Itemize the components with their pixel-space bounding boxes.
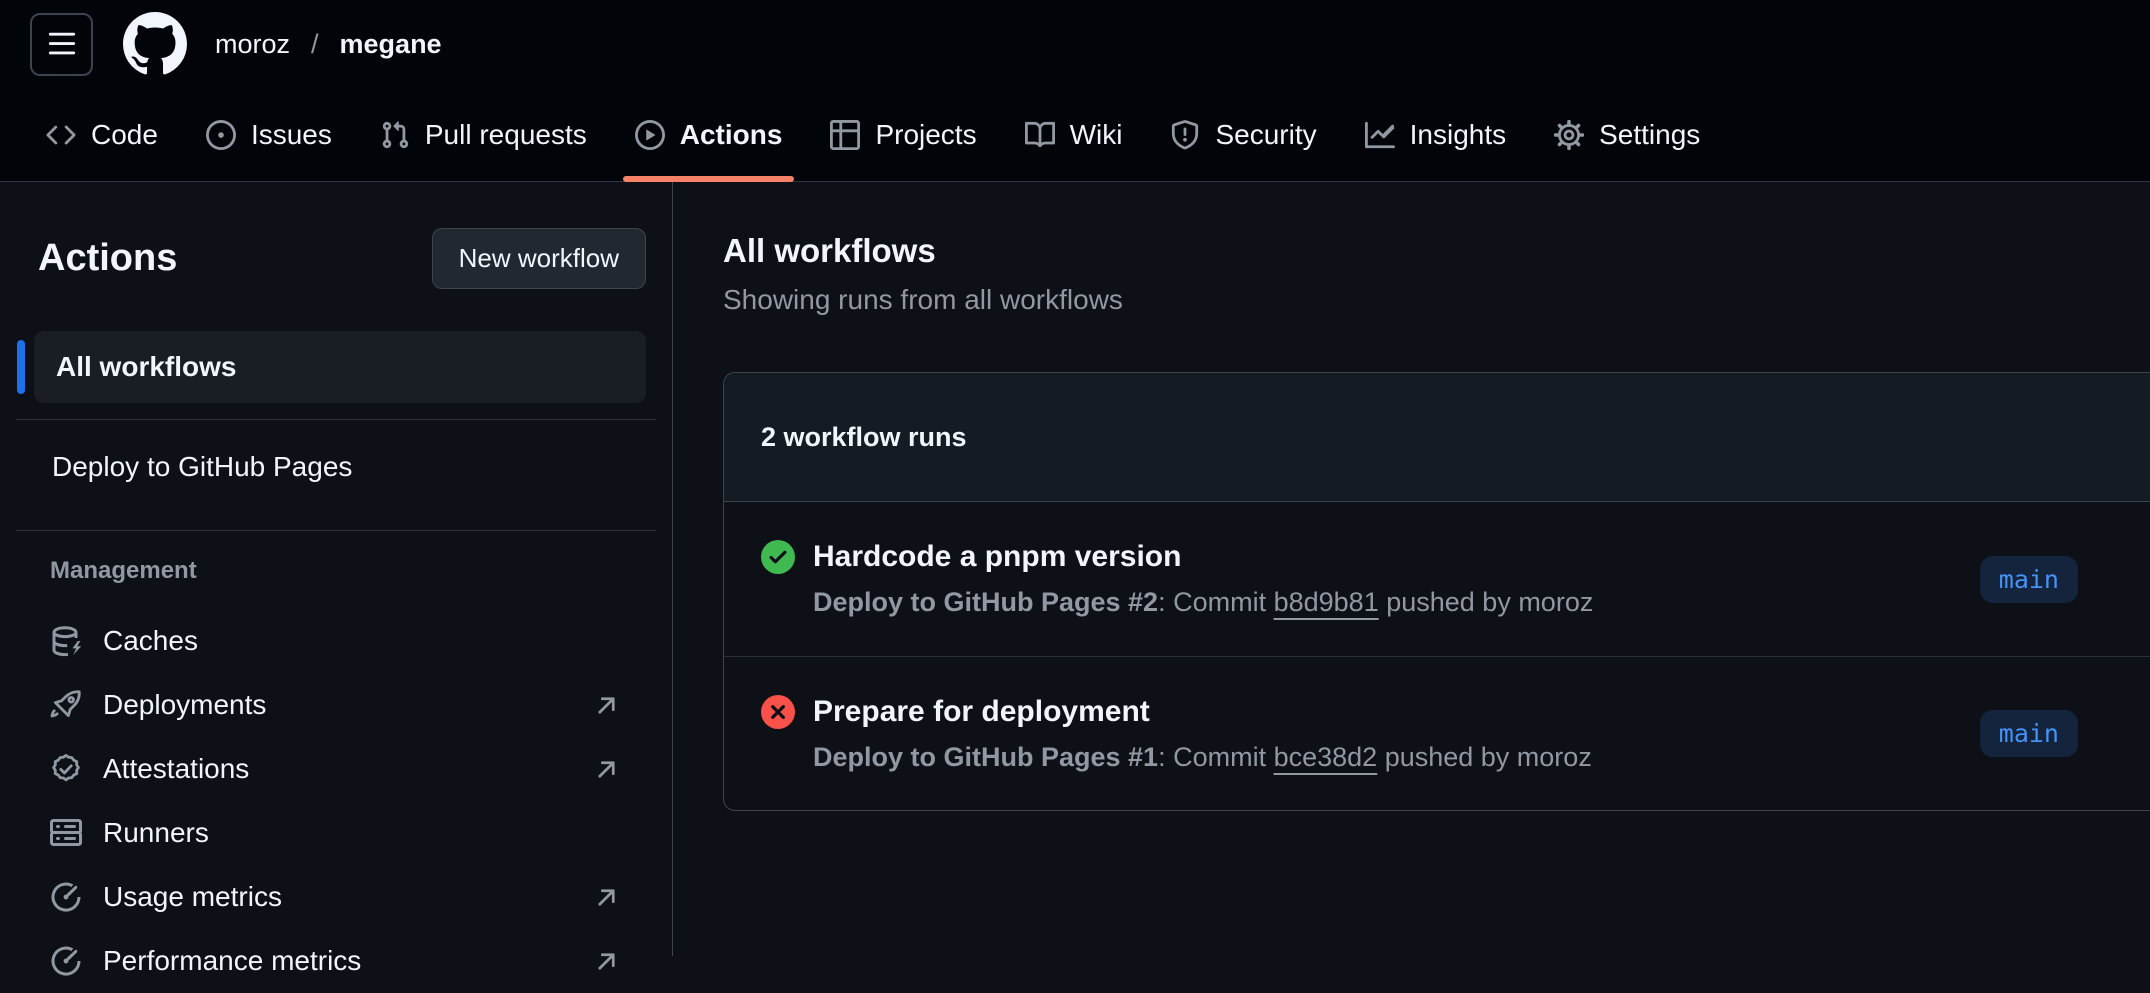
external-link-icon — [593, 884, 620, 911]
run-desc-suffix: pushed by moroz — [1377, 741, 1592, 772]
tab-actions[interactable]: Actions — [617, 88, 801, 182]
breadcrumb: moroz / megane — [215, 29, 442, 60]
run-title-line: Hardcode a pnpm version — [761, 540, 1593, 574]
sidebar-item-runners[interactable]: Runners — [0, 801, 672, 865]
tab-code[interactable]: Code — [28, 88, 176, 181]
new-workflow-button[interactable]: New workflow — [431, 228, 646, 289]
page-subtitle: Showing runs from all workflows — [723, 284, 1123, 315]
table-icon — [830, 119, 861, 150]
breadcrumb-separator: / — [311, 28, 319, 59]
external-link-icon — [593, 948, 620, 975]
external-link-icon — [593, 692, 620, 719]
sidebar-item-label: Runners — [103, 817, 209, 848]
sidebar-item-usage-metrics[interactable]: Usage metrics — [0, 865, 672, 929]
tab-label: Insights — [1409, 118, 1507, 150]
branch-badge[interactable]: main — [1979, 555, 2078, 603]
workflow-runs-box: 2 workflow runs Hardcode a pnpm version … — [723, 372, 2150, 811]
branch-badge[interactable]: main — [1979, 710, 2078, 757]
tab-wiki[interactable]: Wiki — [1007, 88, 1141, 181]
rocket-icon — [50, 689, 82, 721]
sidebar-item-label: Performance metrics — [103, 945, 362, 976]
run-workflow-name: Deploy to GitHub Pages #2 — [813, 587, 1159, 617]
run-description: Deploy to GitHub Pages #1: Commit bce38d… — [813, 742, 1592, 773]
sidebar-item-performance-metrics[interactable]: Performance metrics — [0, 929, 672, 993]
tab-label: Settings — [1599, 118, 1701, 150]
run-main: Hardcode a pnpm version Deploy to GitHub… — [761, 540, 1593, 618]
git-pull-request-icon — [380, 120, 410, 150]
actions-sidebar: Actions New workflow All workflows Deplo… — [0, 182, 673, 976]
gear-icon — [1554, 119, 1585, 150]
run-title-line: Prepare for deployment — [761, 694, 1592, 729]
shield-icon — [1170, 119, 1200, 150]
tab-label: Wiki — [1069, 118, 1123, 150]
server-icon — [50, 817, 82, 849]
check-circle-icon — [761, 540, 795, 574]
sidebar-item-deploy-to-github-pages[interactable]: Deploy to GitHub Pages — [52, 451, 353, 482]
tab-label: Projects — [875, 118, 977, 150]
management-section-heading: Management — [50, 557, 197, 584]
tab-projects[interactable]: Projects — [812, 88, 994, 181]
topbar-row: moroz / megane — [0, 0, 2150, 88]
tab-insights[interactable]: Insights — [1347, 88, 1525, 181]
run-desc-prefix: : Commit — [1158, 587, 1274, 617]
workflow-run-row[interactable]: Hardcode a pnpm version Deploy to GitHub… — [724, 502, 2150, 656]
content: Actions New workflow All workflows Deplo… — [0, 182, 2150, 976]
run-workflow-name: Deploy to GitHub Pages #1 — [813, 741, 1159, 772]
github-logo-icon[interactable] — [123, 12, 187, 76]
sidebar-divider — [16, 419, 656, 420]
workflow-runs-count: 2 workflow runs — [724, 373, 2150, 502]
run-title-link[interactable]: Prepare for deployment — [813, 694, 1150, 728]
three-bars-icon — [47, 29, 77, 59]
run-title-link[interactable]: Hardcode a pnpm version — [813, 540, 1182, 573]
commit-link[interactable]: b8d9b81 — [1273, 587, 1379, 617]
hamburger-menu-button[interactable] — [30, 12, 93, 76]
sidebar-title: Actions — [38, 237, 178, 279]
book-icon — [1024, 120, 1055, 150]
sidebar-item-caches[interactable]: Caches — [0, 609, 672, 673]
sidebar-item-all-workflows[interactable]: All workflows — [17, 331, 646, 403]
code-icon — [46, 120, 76, 150]
tab-label: Pull requests — [424, 118, 587, 150]
play-icon — [634, 119, 665, 150]
breadcrumb-repo[interactable]: megane — [339, 28, 442, 59]
sidebar-header: Actions New workflow — [0, 228, 672, 289]
commit-link[interactable]: bce38d2 — [1273, 741, 1378, 772]
site-header: moroz / megane Code Issues Pull requests… — [0, 0, 2150, 182]
tab-label: Code — [91, 118, 158, 150]
tab-pull-requests[interactable]: Pull requests — [362, 88, 605, 181]
cache-icon — [50, 625, 82, 657]
sidebar-divider — [16, 530, 656, 531]
tab-label: Actions — [679, 118, 783, 150]
external-link-icon — [593, 756, 620, 783]
sidebar-item-label: Caches — [103, 625, 198, 656]
meter-icon — [50, 881, 82, 913]
x-circle-icon — [761, 694, 795, 729]
run-desc-prefix: : Commit — [1158, 741, 1274, 772]
sidebar-item-attestations[interactable]: Attestations — [0, 737, 672, 801]
workflow-run-row[interactable]: Prepare for deployment Deploy to GitHub … — [724, 656, 2150, 810]
tab-label: Security — [1215, 118, 1317, 150]
sidebar-item-label: Deployments — [103, 689, 267, 720]
run-description: Deploy to GitHub Pages #2: Commit b8d9b8… — [813, 587, 1593, 618]
repo-nav: Code Issues Pull requests Actions Projec… — [0, 88, 2150, 182]
sidebar-item-label: Attestations — [103, 753, 250, 784]
tab-label: Issues — [250, 118, 332, 150]
issue-opened-icon — [205, 119, 236, 150]
tab-issues[interactable]: Issues — [188, 88, 350, 181]
sidebar-item-label: Usage metrics — [103, 881, 282, 912]
main-panel: All workflows Showing runs from all work… — [673, 182, 2150, 956]
tab-security[interactable]: Security — [1152, 88, 1334, 181]
run-main: Prepare for deployment Deploy to GitHub … — [761, 694, 1592, 773]
graph-icon — [1364, 120, 1395, 150]
sidebar-item-deployments[interactable]: Deployments — [0, 673, 672, 737]
breadcrumb-owner[interactable]: moroz — [215, 28, 291, 59]
management-list: Caches Deployments Attestations Runners — [0, 609, 672, 993]
page-title: All workflows — [723, 232, 936, 269]
tab-settings[interactable]: Settings — [1536, 88, 1718, 181]
verified-icon — [50, 753, 82, 785]
run-desc-suffix: pushed by moroz — [1378, 587, 1594, 617]
meter-icon — [50, 945, 82, 977]
